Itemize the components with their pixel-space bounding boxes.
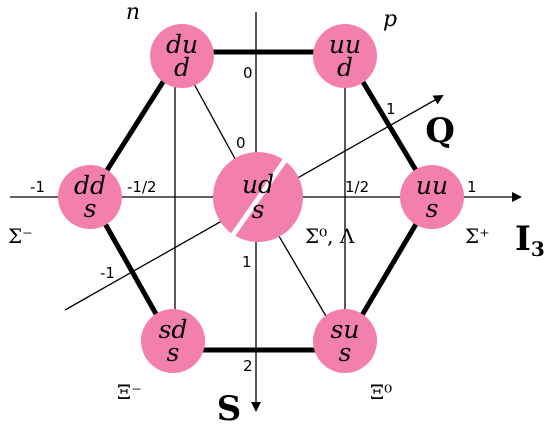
name-xi-zero: Ξ⁰ — [370, 380, 392, 404]
node-xi-minus-quarks-bottom: s — [167, 338, 180, 367]
tick-i3-plus1: 1 — [467, 178, 477, 196]
node-xi-zero-quarks-bottom: s — [339, 338, 352, 367]
node-n-quarks-top: du — [166, 30, 198, 59]
axis-label-s: S — [217, 389, 242, 429]
node-xi-zero-quarks-top: su — [331, 315, 360, 344]
node-xi-minus-quarks-top: sd — [159, 315, 188, 344]
name-sigma-plus: Σ⁺ — [465, 224, 490, 248]
axis-label-i3-main: I — [515, 219, 531, 259]
tick-s-0-top: 0 — [243, 64, 253, 82]
node-sigma-minus-quarks-bottom: s — [84, 194, 97, 223]
node-p-quarks-top: uu — [329, 30, 361, 59]
tick-i3-plus-half: 1/2 — [345, 178, 369, 196]
name-xi-minus: Ξ⁻ — [117, 380, 142, 404]
node-center-quarks-top: ud — [242, 170, 274, 199]
tick-q-minus1: -1 — [100, 264, 115, 282]
node-sigma-minus-quarks-top: dd — [74, 171, 106, 200]
tick-s-1: 1 — [242, 253, 252, 271]
tick-i3-minus-half: -1/2 — [127, 178, 157, 196]
name-sigma-minus: Σ⁻ — [8, 224, 33, 248]
node-sigma-minus: dd s — [58, 165, 122, 229]
node-p: uu d — [313, 24, 377, 88]
name-p: p — [383, 7, 397, 32]
node-sigma-plus-quarks-bottom: s — [426, 194, 439, 223]
node-center-quarks-bottom: s — [252, 195, 265, 224]
axis-label-q: Q — [425, 111, 455, 151]
tick-s-0-center: 0 — [236, 134, 246, 152]
node-sigma-plus: uu s — [400, 165, 464, 229]
axis-label-i3: I3 — [515, 219, 545, 261]
name-sigma-zero-lambda: Σ⁰, Λ — [305, 224, 355, 248]
name-n: n — [126, 0, 140, 25]
node-n-quarks-bottom: d — [174, 53, 190, 82]
node-xi-zero: su s — [313, 309, 377, 373]
node-xi-minus: sd s — [141, 309, 205, 373]
node-n: du d — [150, 24, 214, 88]
tick-q-plus1: 1 — [386, 100, 396, 118]
node-sigma-plus-quarks-top: uu — [416, 171, 448, 200]
axis-label-i3-sub: 3 — [531, 237, 545, 261]
node-p-quarks-bottom: d — [337, 53, 353, 82]
node-center-split — [223, 148, 295, 247]
tick-s-2: 2 — [243, 357, 253, 375]
tick-i3-minus1: -1 — [30, 178, 45, 196]
node-center: ud s — [213, 148, 303, 247]
